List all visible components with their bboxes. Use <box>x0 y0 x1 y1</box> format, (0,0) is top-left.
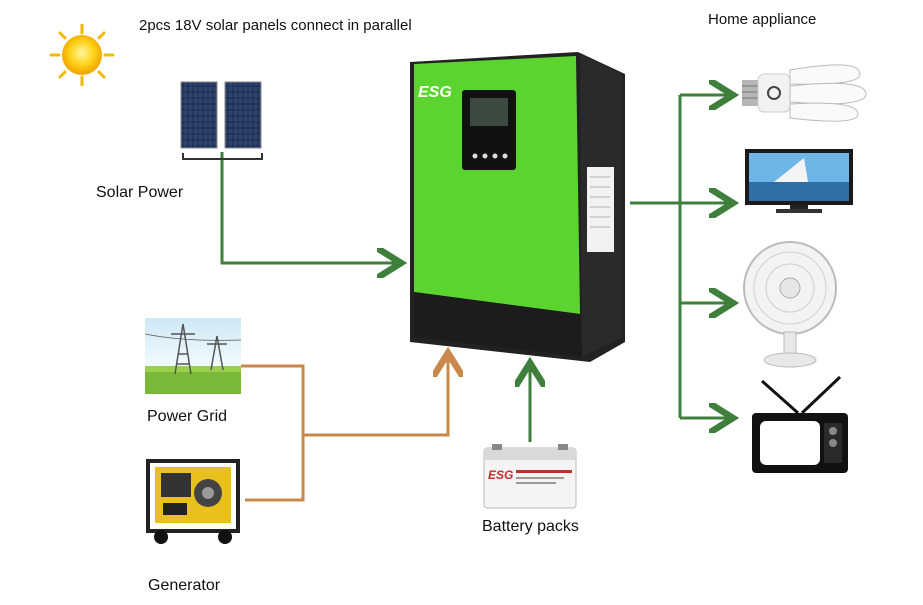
fan-icon <box>743 241 837 368</box>
bulb-icon <box>742 64 867 122</box>
solar-panels-icon <box>180 81 263 160</box>
grid-line <box>240 364 305 502</box>
battery-icon <box>483 444 577 509</box>
solar-power-label: Solar Power <box>96 184 184 201</box>
battery-packs-label: Battery packs <box>482 518 579 535</box>
sun-icon <box>49 24 115 86</box>
power-grid-label: Power Grid <box>147 408 228 425</box>
power-grid-icon <box>145 318 241 394</box>
inverter-icon <box>410 52 625 362</box>
battery-logo: ESG <box>488 468 514 482</box>
solar-to-inverter-line <box>220 152 398 263</box>
inverter-logo: ESG <box>418 84 452 101</box>
top-caption: 2pcs 18V solar panels connect in paralle… <box>139 17 412 34</box>
tv-flat-icon <box>745 149 853 213</box>
generator-label: Generator <box>148 577 221 594</box>
grid-to-inverter-line <box>303 356 448 437</box>
home-appliance-label: Home appliance <box>708 11 817 28</box>
crt-tv-icon <box>752 375 848 473</box>
generator-icon <box>146 459 240 544</box>
